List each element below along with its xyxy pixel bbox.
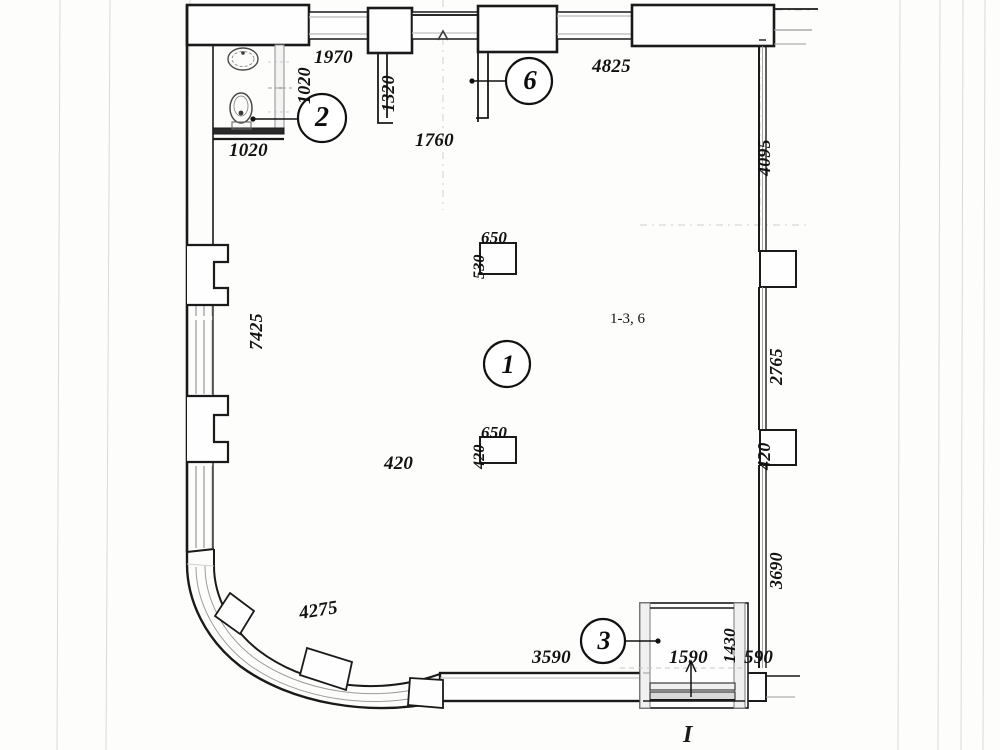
right-wall	[758, 39, 797, 668]
dim-1760: 1760	[415, 130, 454, 151]
dim-420-column: 420	[471, 444, 488, 469]
dim-4825: 4825	[592, 56, 631, 77]
column-650x530	[479, 242, 517, 275]
dim-420-right: 420	[754, 442, 774, 470]
toilet-fixture	[229, 92, 253, 130]
marker-label-1: 1	[501, 350, 515, 379]
bottom-wall	[438, 602, 800, 709]
section-mark: I	[683, 722, 693, 748]
curved-corner-wall	[185, 548, 444, 710]
dimension-arrow-1590	[685, 659, 697, 697]
marker-circles	[296, 56, 627, 665]
dim-1020-horizontal: 1020	[229, 140, 268, 161]
dim-590: 590	[744, 647, 774, 668]
bathroom-room	[212, 44, 292, 141]
dim-1970: 1970	[314, 47, 353, 68]
dim-650-lower: 650	[481, 423, 508, 442]
dim-420-center: 420	[384, 453, 414, 474]
marker-circle-2	[296, 92, 348, 144]
left-wall	[185, 5, 230, 552]
marker-label-2: 2	[315, 102, 329, 133]
dim-4095: 4095	[754, 139, 774, 176]
interior-columns	[479, 242, 517, 464]
sink-fixture	[227, 47, 259, 71]
scan-artifact-lines	[56, 0, 986, 750]
column-650x420	[479, 436, 517, 464]
dim-1020-vertical: 1020	[294, 67, 314, 104]
leader-line-6	[469, 78, 506, 84]
marker-label-6: 6	[523, 65, 537, 95]
dim-650-upper: 650	[481, 228, 508, 247]
direction-arrow-icon	[437, 29, 449, 41]
apartment-range-label: 1-3, 6	[610, 311, 645, 327]
dim-3690: 3690	[766, 552, 786, 589]
marker-circle-6	[504, 56, 554, 106]
marker-circle-1	[482, 339, 532, 389]
alcove-partitions	[377, 52, 489, 124]
dim-7425: 7425	[246, 313, 266, 350]
marker-label-3: 3	[597, 626, 611, 655]
dim-1430: 1430	[720, 628, 739, 663]
dim-530: 530	[471, 254, 488, 279]
leader-line-2	[250, 116, 298, 122]
dim-1590: 1590	[669, 647, 708, 668]
dim-3590: 3590	[532, 647, 571, 668]
leader-line-3	[625, 638, 661, 644]
dim-1320: 1320	[378, 75, 398, 112]
balcony-recess	[620, 602, 749, 709]
top-wall	[185, 3, 818, 55]
dim-2765: 2765	[766, 348, 786, 385]
marker-circle-3	[579, 617, 627, 665]
